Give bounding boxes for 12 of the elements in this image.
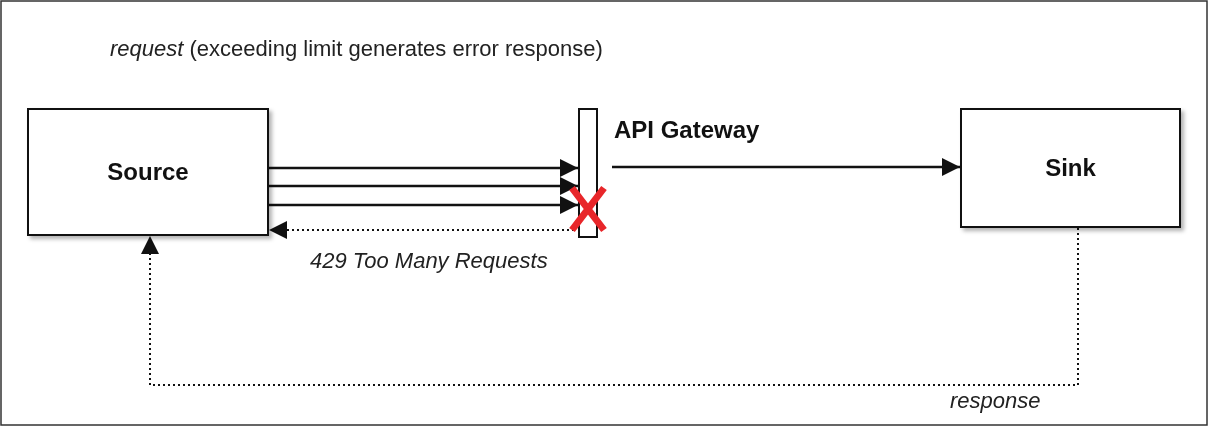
node-label: API Gateway — [614, 116, 760, 144]
arrow — [269, 159, 578, 177]
source-box — [27, 108, 269, 236]
dotted-arrow — [141, 227, 1079, 386]
arrow — [612, 158, 960, 176]
node-label: Source — [107, 158, 189, 186]
note-text: request (exceeding limit generates error response) — [110, 36, 603, 62]
arrow — [269, 177, 578, 195]
dotted-arrow — [268, 221, 575, 239]
sink-box — [960, 108, 1181, 228]
arrow — [269, 196, 578, 214]
node-label: Sink — [1045, 154, 1096, 182]
